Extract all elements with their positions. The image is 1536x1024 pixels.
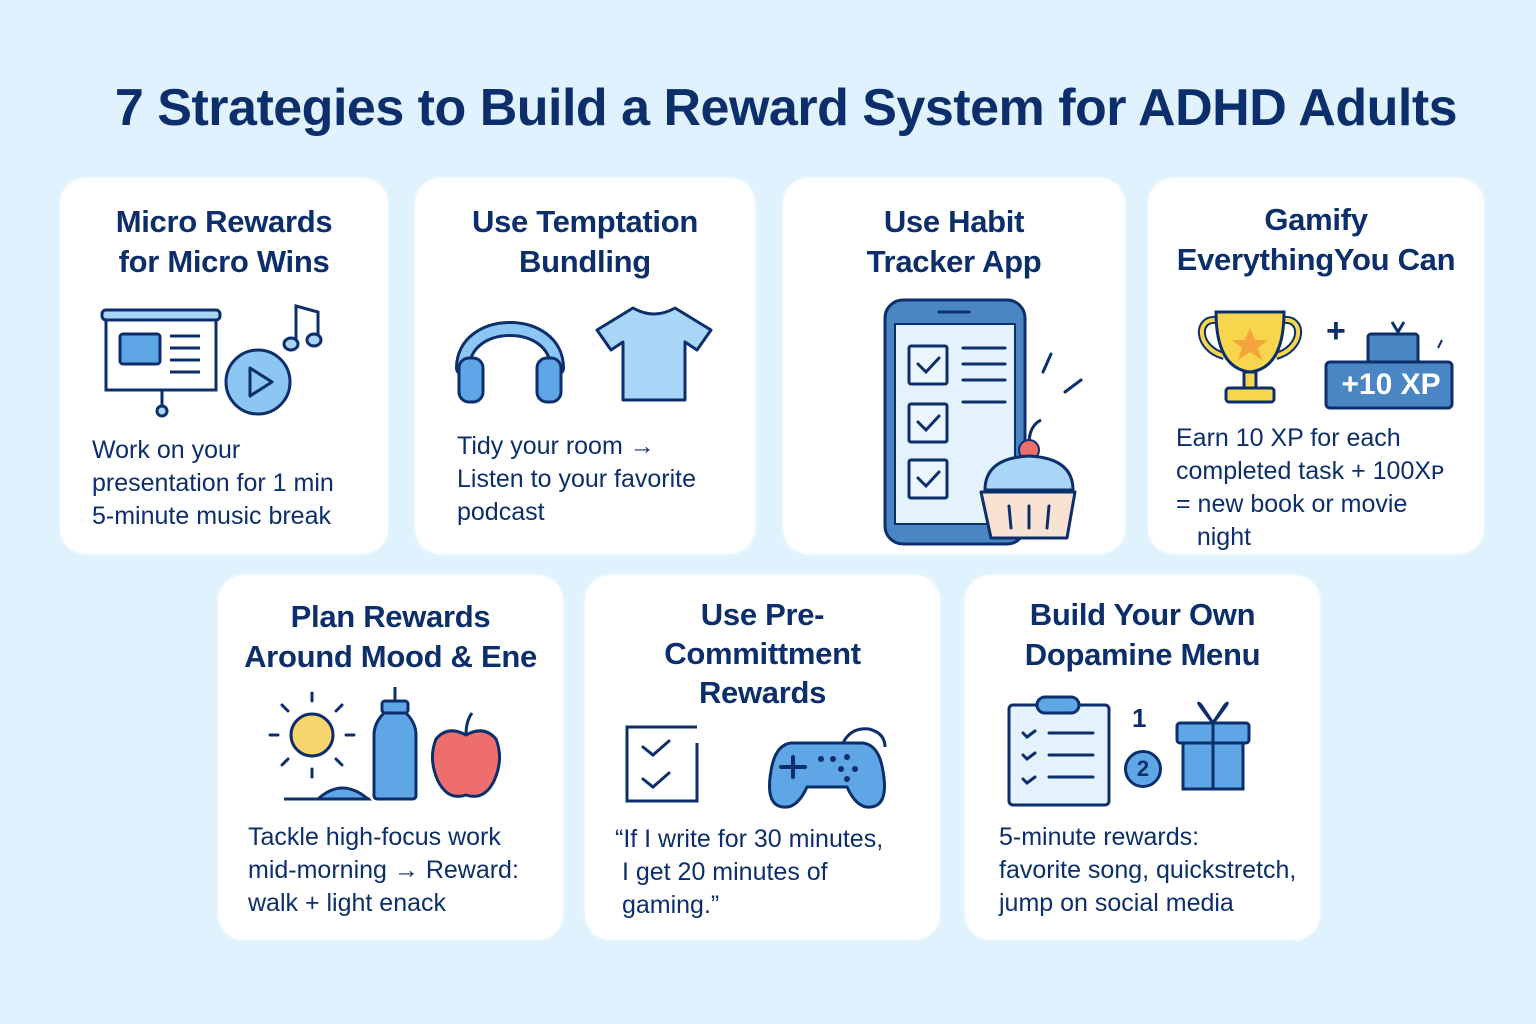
step-number-2: 2 — [1124, 750, 1162, 788]
card-description: Tackle high-focus work mid-morning → Rew… — [248, 823, 519, 917]
card-description: Work on your presentation for 1 min 5-mi… — [92, 436, 334, 530]
card-micro-rewards: Micro Rewards for Micro Wins Work on you… — [60, 178, 388, 554]
checklist-icon — [625, 725, 699, 803]
card-gamify: Gamify EverythingYou Can + +10 XP Earn 1… — [1148, 178, 1484, 554]
water-bottle-icon — [372, 687, 418, 801]
music-note-icon — [282, 304, 323, 352]
card-mood-energy: Plan Rewards Around Mood & Ene Tackle hi… — [218, 575, 563, 940]
card-temptation-bundling: Use Temptation Bundling Tidy your room →… — [415, 178, 755, 554]
card-heading: Use Pre- Committment Rewards — [664, 597, 861, 710]
plus-sign: + — [1326, 312, 1346, 350]
card-heading: Plan Rewards Around Mood & Ene — [244, 599, 537, 674]
clipboard-icon — [1007, 695, 1111, 807]
t-shirt-icon — [595, 306, 713, 402]
card-dopamine-menu: Build Your Own Dopamine Menu 1 2 5-minut… — [965, 575, 1320, 940]
trophy-icon — [1197, 310, 1303, 404]
card-description: “If I write for 30 minutes, I get 20 min… — [615, 825, 884, 919]
card-habit-tracker: Use Habit Tracker App — [783, 178, 1125, 554]
apple-icon — [431, 712, 501, 798]
card-heading: Use Temptation Bundling — [471, 204, 699, 279]
cupcake-icon — [979, 418, 1077, 540]
gift-icon — [1175, 701, 1251, 791]
game-controller-icon — [768, 727, 887, 809]
headphones-icon — [455, 321, 565, 404]
xp-badge-icon — [1324, 321, 1454, 410]
step-number-2-label: 2 — [1136, 756, 1150, 781]
xp-badge-label: +10 XP — [1341, 368, 1441, 401]
play-button-icon — [224, 348, 292, 416]
card-heading: Use Habit Tracker App — [866, 204, 1042, 279]
presentation-board-icon — [100, 308, 222, 418]
step-number-1: 1 — [1132, 703, 1147, 733]
card-description: Tidy your room → Listen to your favorite… — [457, 432, 697, 526]
sparkle-lines-icon — [1041, 352, 1083, 394]
card-pre-commitment: Use Pre- Committment Rewards “If I write… — [585, 575, 940, 940]
card-heading: Gamify EverythingYou Can — [1176, 202, 1456, 277]
card-description: 5-minute rewards: favorite song, quickst… — [999, 823, 1297, 917]
card-heading: Micro Rewards for Micro Wins — [115, 204, 333, 279]
card-description: Earn 10 XP for each completed task + 100… — [1176, 424, 1445, 551]
sun-icon — [268, 691, 373, 801]
card-heading: Build Your Own Dopamine Menu — [1024, 597, 1261, 672]
page-title: 7 Strategies to Build a Reward System fo… — [114, 79, 1458, 137]
